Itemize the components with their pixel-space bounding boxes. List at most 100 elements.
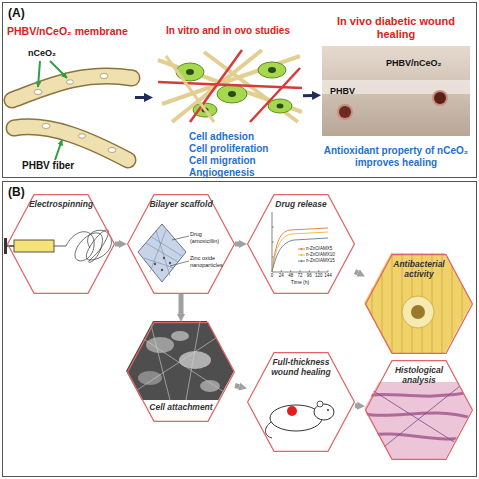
sample-disc [411, 305, 425, 319]
flow-arrow [235, 242, 239, 247]
step-label: Bilayer scaffold [145, 199, 217, 209]
legend-line-sample [298, 261, 305, 262]
flow-arrow [115, 242, 119, 247]
photo-label: PHBV/nCeO₂ [386, 58, 456, 69]
step-heading: PHBV/nCeO₂ membrane [7, 25, 135, 38]
step-hexagon: Cell attachment [127, 322, 235, 422]
cell-blob [171, 331, 189, 341]
step-hexagon: Antibacterial activity [365, 254, 473, 354]
legend-entry: n-ZnO/AMX5 [298, 247, 332, 252]
mouse-head [314, 404, 334, 420]
agar-plate [364, 253, 472, 353]
cell [217, 85, 247, 103]
axis-tick: 24 [275, 273, 287, 278]
mouse-ear [317, 401, 323, 407]
cell-blob [200, 380, 220, 392]
step-label: Antibacterial activity [383, 259, 455, 279]
wound [434, 92, 446, 104]
wound-photo [322, 46, 470, 136]
histology-image [364, 382, 472, 459]
fiber-outline [14, 127, 128, 160]
step-label: Cell attachment [145, 402, 217, 412]
fiber-strands [130, 321, 230, 400]
wound-rim [432, 90, 448, 106]
legend-marker [301, 260, 303, 262]
hexagon-outline [8, 195, 115, 294]
wound [339, 106, 351, 118]
bilayer-illustration [138, 224, 189, 282]
axis-tick: 48 [285, 273, 297, 278]
pore [79, 134, 86, 138]
outcome-item: Cell proliferation [189, 143, 303, 155]
hexagon-outline [128, 323, 235, 422]
fiber-illustration [12, 61, 132, 160]
sem-image [126, 321, 234, 400]
electrospinning-illustration [4, 230, 111, 263]
legend-line-sample [298, 259, 305, 263]
cell-blob [179, 351, 211, 369]
mouse-illustration [265, 401, 334, 438]
cell-blob [146, 337, 174, 353]
step-label: Full-thickness wound healing [265, 357, 337, 377]
antibacterial-illustration [364, 253, 472, 353]
leader-arrow [38, 61, 40, 87]
leader-line [170, 236, 189, 266]
pore [34, 90, 42, 95]
photo-label: PHBV [330, 86, 370, 97]
syringe [14, 240, 54, 252]
hexagon-outline [366, 361, 473, 460]
panel-letter: (B) [8, 185, 48, 199]
step-column: PHBV/nCeO₂ membrane [7, 19, 135, 175]
nucleus [268, 67, 276, 73]
hexagon-outline [366, 255, 473, 354]
legend-line-sample [298, 255, 305, 256]
mouse-eye [327, 409, 329, 411]
flow-arrow [135, 96, 144, 99]
wound-site [287, 406, 297, 416]
hexagon-outline [248, 353, 355, 452]
plunger-head [4, 238, 7, 254]
skin-photo [322, 46, 470, 136]
axis-tick: 96 [303, 273, 315, 278]
step-hexagon: Full-thickness wound healing [247, 352, 355, 452]
cell [176, 63, 204, 81]
panel-box: (B)ElectrospinningBilayer scaffoldDrug r… [2, 181, 477, 477]
step-heading: In vivo diabetic wound healing [321, 15, 471, 41]
outcome-item: Angiogenesis [189, 167, 303, 179]
legend-line-sample [298, 249, 305, 250]
flow-arrow [235, 386, 239, 387]
fiber-jet [66, 230, 111, 263]
step-column: In vitro and in ovo studiesCell adhesion… [153, 19, 303, 177]
nanoparticle [154, 263, 156, 265]
axis-tick: 0 [266, 273, 278, 278]
hexagon-outline [248, 195, 355, 294]
fiber [158, 82, 302, 88]
outcome-note: Antioxidant property of nCeO₂ improves h… [321, 145, 471, 169]
legend-line-sample [298, 253, 305, 257]
step-hexagon: Histological analysis [365, 360, 473, 460]
nucleus [277, 104, 284, 109]
histology-illustration [364, 382, 472, 459]
fiber [166, 56, 214, 122]
flow-arrow [355, 403, 357, 408]
legend-text: n-ZnO/AMX5 [306, 247, 332, 252]
legend-entry: n-ZnO/AMX15 [298, 259, 335, 264]
panel-box: (A)PHBV/nCeO₂ membraneIn vitro and in ov… [2, 2, 477, 178]
step-label: Drug release [265, 199, 337, 209]
axis-title: Time (h) [285, 279, 315, 285]
callout-label: Drug (amoxicillin) [190, 231, 232, 244]
fiber [14, 127, 128, 160]
flow-arrow [179, 294, 184, 314]
fiber [250, 68, 300, 122]
step-hexagon: Bilayer scaffold [127, 194, 235, 294]
needle [54, 246, 66, 247]
cell-illustration [158, 50, 302, 122]
callout-label: PHBV fiber [22, 160, 102, 172]
axis-tick: 120 [313, 273, 325, 278]
wound-rim [337, 104, 353, 120]
scaffold-fibers [144, 230, 182, 276]
leader-arrow [50, 61, 67, 78]
pore [108, 148, 116, 153]
